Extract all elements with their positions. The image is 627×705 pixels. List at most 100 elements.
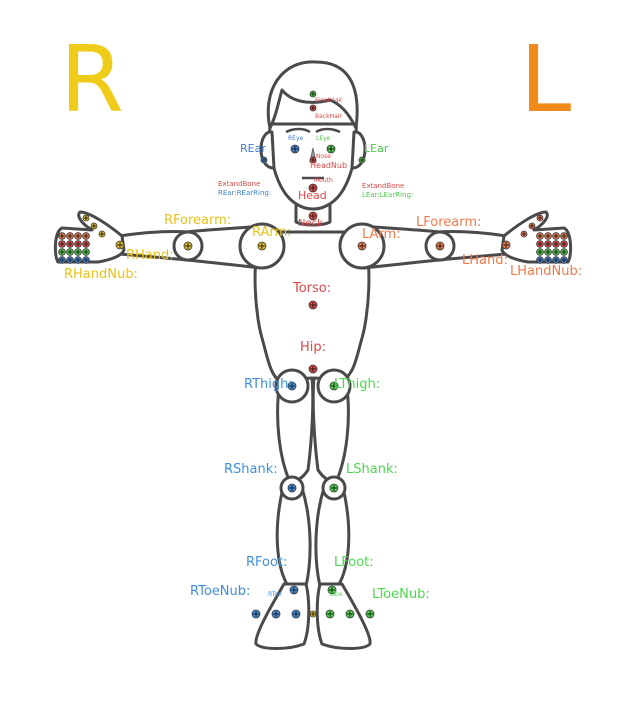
- right-ear-ring-label: REar:REarRing:: [218, 189, 271, 197]
- head-nub-label: HeadNub: [310, 161, 347, 170]
- right-side-label: R: [60, 26, 124, 133]
- head-nub-marker: [309, 156, 317, 164]
- right-finger-0-3: [82, 232, 90, 240]
- left-ear-marker: [358, 156, 366, 164]
- left-finger-3-1: [552, 256, 560, 264]
- left-thumb-c: [520, 230, 528, 238]
- right-finger-2-2: [74, 248, 82, 256]
- left-finger-1-0: [560, 240, 568, 248]
- extand-bone-right-label: ExtandBone: [218, 180, 260, 188]
- right-foot-label: RFoot:: [246, 555, 287, 570]
- right-shank-marker: [287, 483, 297, 493]
- right-shank-shape: [275, 486, 312, 588]
- right-finger-3-3: [82, 256, 90, 264]
- right-foot-shape: [254, 582, 311, 650]
- right-finger-2-3: [82, 248, 90, 256]
- left-hand-shape: [500, 210, 573, 264]
- left-finger-2-2: [544, 248, 552, 256]
- left-finger-1-1: [552, 240, 560, 248]
- left-finger-3-3: [536, 256, 544, 264]
- right-finger-2-0: [58, 248, 66, 256]
- right-finger-1-3: [82, 240, 90, 248]
- left-finger-0-1: [552, 232, 560, 240]
- right-toe-marker-a: [251, 609, 261, 619]
- left-finger-2-0: [560, 248, 568, 256]
- left-shank-shape: [314, 486, 351, 588]
- left-thigh-shape: [311, 376, 350, 484]
- left-shank-marker: [329, 483, 339, 493]
- left-finger-1-3: [536, 240, 544, 248]
- right-ear-label: REar: [240, 142, 266, 155]
- toe-center-marker: [309, 610, 317, 618]
- left-hand-label: LHand:: [462, 253, 508, 268]
- right-finger-1-1: [66, 240, 74, 248]
- right-toe-nub-label: RToeNub:: [190, 584, 250, 599]
- left-brow: [315, 127, 341, 134]
- left-foot-marker: [327, 585, 337, 595]
- right-arm-label: RArm:: [252, 225, 292, 240]
- right-finger-3-1: [66, 256, 74, 264]
- left-hand-marker: [501, 240, 511, 250]
- left-arm-label: LArm:: [362, 227, 401, 242]
- left-forearm-marker: [435, 241, 445, 251]
- left-side-label: L: [520, 26, 572, 133]
- neck-label: Neck: [298, 218, 323, 229]
- right-finger-1-0: [58, 240, 66, 248]
- left-toe-marker-c: [365, 609, 375, 619]
- right-arm-marker: [257, 241, 267, 251]
- left-ear-label: LEar: [364, 142, 389, 155]
- right-toe-label: RToe: [268, 591, 282, 598]
- left-toe-marker-b: [345, 609, 355, 619]
- head-marker: [308, 183, 318, 193]
- front-hair-label: FrontHair: [315, 97, 343, 104]
- left-arm-marker: [357, 241, 367, 251]
- right-hand-marker: [115, 240, 125, 250]
- left-foot-shape: [315, 582, 372, 650]
- right-eye-label: REye: [288, 135, 304, 142]
- right-finger-3-0: [58, 256, 66, 264]
- torso-marker: [308, 300, 318, 310]
- left-eye-label: LEye: [316, 135, 331, 142]
- left-finger-0-0: [560, 232, 568, 240]
- left-toe-marker-a: [325, 609, 335, 619]
- right-eye-marker: [290, 144, 300, 154]
- left-finger-2-1: [552, 248, 560, 256]
- right-finger-0-2: [74, 232, 82, 240]
- right-forearm-marker: [183, 241, 193, 251]
- right-forearm-label: RForearm:: [164, 213, 231, 228]
- right-thigh-marker: [287, 381, 297, 391]
- right-thumb-a: [82, 214, 90, 222]
- left-finger-2-3: [536, 248, 544, 256]
- hip-label: Hip:: [300, 340, 326, 355]
- joint-markers: [58, 90, 568, 619]
- left-finger-0-2: [544, 232, 552, 240]
- head-label: Head: [298, 189, 327, 202]
- nose-label: Nose: [316, 153, 331, 160]
- neck-marker: [308, 211, 318, 221]
- left-thumb-b: [528, 222, 536, 230]
- left-toe-nub-label: LToeNub:: [372, 587, 430, 602]
- left-finger-3-2: [544, 256, 552, 264]
- right-shank-label: RShank:: [224, 462, 278, 477]
- back-hair-label: BackHair: [315, 113, 342, 120]
- hip-marker: [308, 364, 318, 374]
- front-hair-marker: [309, 90, 317, 98]
- left-thigh-marker: [329, 381, 339, 391]
- left-hand-nub-label: LHandNub:: [510, 264, 582, 279]
- right-toe-marker-b: [271, 609, 281, 619]
- left-foot-label: LFoot:: [334, 555, 374, 570]
- left-finger-3-0: [560, 256, 568, 264]
- left-toe-label: LToe: [330, 591, 343, 598]
- left-thigh-label: LThigh:: [334, 377, 380, 392]
- right-finger-2-1: [66, 248, 74, 256]
- right-thumb-c: [98, 230, 106, 238]
- left-thumb-a: [536, 214, 544, 222]
- right-finger-1-2: [74, 240, 82, 248]
- right-thigh-label: RThigh:: [244, 377, 293, 392]
- left-shank-label: LShank:: [346, 462, 398, 477]
- mouth-label: Mouth: [314, 177, 333, 184]
- left-eye-marker: [326, 144, 336, 154]
